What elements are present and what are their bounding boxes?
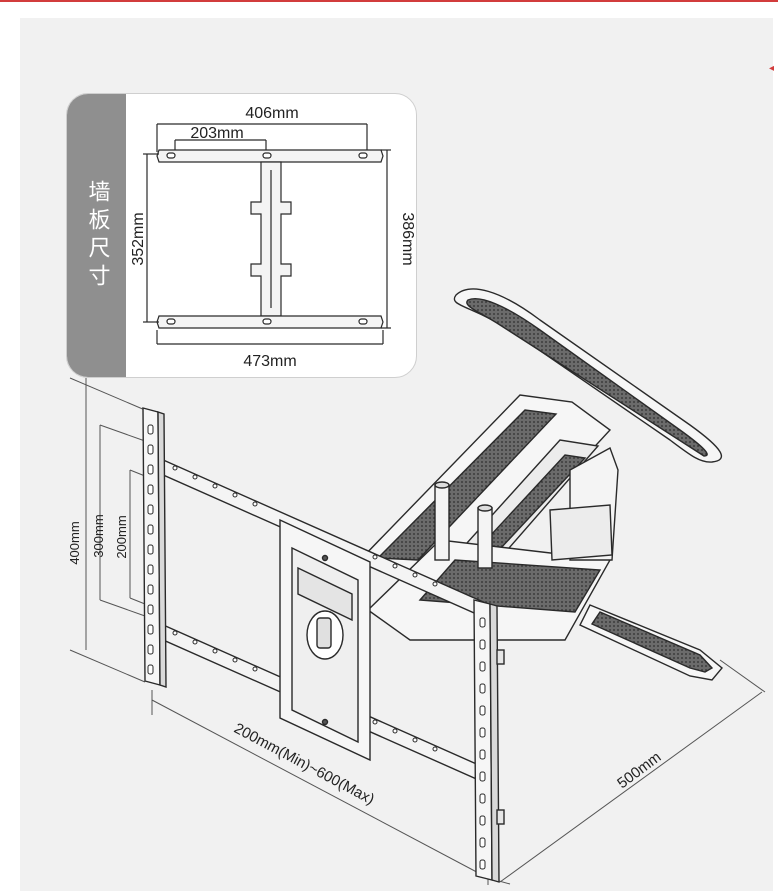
top-accent-line: [0, 0, 778, 2]
right-vertical-rail: [473, 599, 505, 883]
center-wall-plate: [279, 518, 371, 762]
plate-width-203-label: 203mm: [190, 125, 243, 142]
left-vertical-rail: [142, 407, 167, 688]
plate-height-386-label: 386mm: [399, 212, 416, 265]
height-dimension-guides: [69, 377, 146, 683]
depth-label: 500mm: [614, 749, 664, 793]
plate-height-352-label: 352mm: [130, 212, 147, 265]
wall-plate-schematic: 406mm 203mm 352mm 386mm 473mm: [130, 105, 416, 370]
height-200-label: 200mm: [114, 515, 129, 558]
height-300-label: 300mm: [91, 514, 106, 557]
tv-bracket-arm: [453, 288, 723, 463]
wall-plate-dimensions-callout: 墙板尺寸: [66, 93, 417, 378]
triangle-left-icon: ◂: [769, 63, 775, 74]
callout-sidebar: 墙板尺寸: [67, 94, 126, 377]
plate-width-406-label: 406mm: [245, 105, 298, 122]
callout-title: 墙板尺寸: [84, 179, 110, 292]
height-400-label: 400mm: [67, 521, 82, 564]
plate-width-473-label: 473mm: [243, 353, 296, 370]
